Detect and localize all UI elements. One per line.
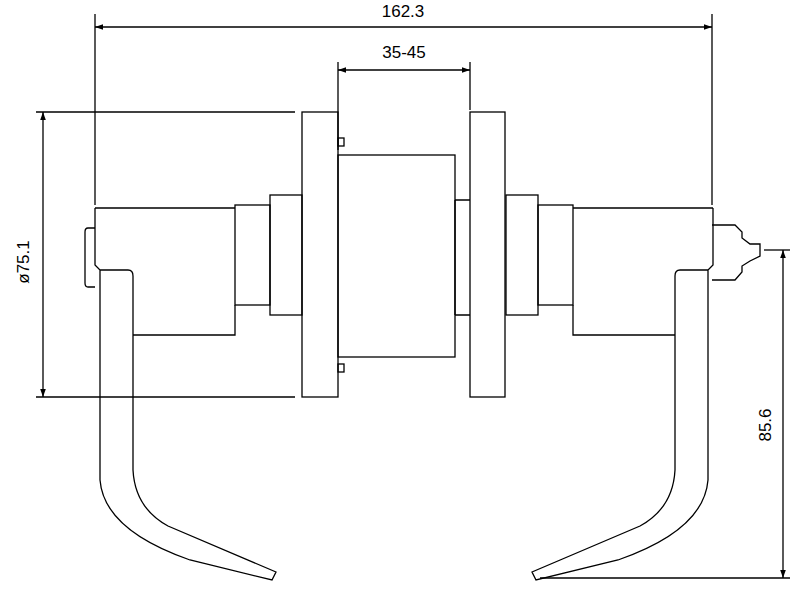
dimension-label: 85.6 [756,406,776,443]
dimension-label: ø75.1 [14,238,34,285]
dimension-label: 162.3 [380,2,427,22]
dimension-label: 35-45 [380,43,427,63]
